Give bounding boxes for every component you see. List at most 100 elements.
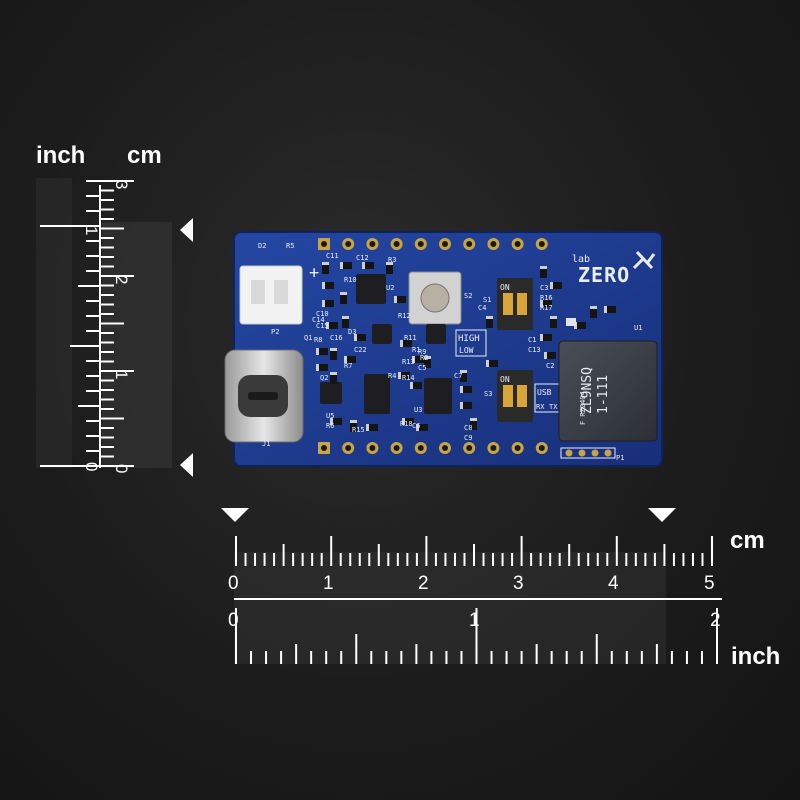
smd-component (342, 316, 349, 328)
smd-terminal (550, 316, 557, 319)
silk-designator: R5 (286, 242, 294, 250)
pcb-edge (233, 231, 663, 467)
smd-terminal (416, 424, 419, 431)
mode-label-low: LOW (459, 346, 474, 355)
smd-component (424, 356, 431, 368)
horizontal-cm-label-3: 3 (513, 573, 524, 594)
silk-designator: C12 (356, 254, 369, 262)
module-corner-text: F RZ2404 (579, 391, 587, 425)
smd-component (400, 340, 412, 347)
horizontal-ruler: cm inch 0 1 2 3 4 5 0 1 2 (221, 508, 780, 670)
silk-designator: C10 (316, 310, 329, 318)
smd-terminal (402, 418, 405, 425)
silk-designator: R4 (388, 372, 396, 380)
silk-designator: R16 (540, 294, 553, 302)
vertical-cm-label-1: 1 (112, 370, 131, 379)
jst-pin-slot (251, 280, 265, 304)
cm-ticks (235, 536, 713, 566)
silk-designator: R9 (418, 348, 426, 356)
smd-terminal (412, 356, 415, 363)
smd-terminal (326, 322, 329, 329)
horizontal-cm-label-5: 5 (704, 573, 715, 594)
smd-component (398, 372, 410, 379)
rf-module: ZL9NSQ 1-111 F RZ2404 (558, 340, 658, 442)
pad-hole (321, 241, 327, 247)
smd-terminal (322, 282, 325, 289)
inch-ticks (235, 608, 718, 664)
marker-bottom-arrow (180, 453, 193, 477)
smd-component (316, 364, 328, 371)
silk-designator: R3 (388, 256, 396, 264)
horizontal-cm-label-4: 4 (608, 573, 619, 594)
switch-lever (503, 293, 513, 315)
horizontal-cm-label-1: 1 (323, 573, 334, 594)
ruler-shade-cm (102, 222, 172, 468)
smd-terminal (410, 382, 413, 389)
logo-text: ZERO (578, 263, 630, 287)
passive-components (316, 262, 616, 432)
vertical-unit-inch: inch (36, 142, 85, 169)
switch-body (497, 370, 533, 422)
silk-designator: S1 (483, 296, 491, 304)
smd-component (590, 306, 597, 318)
smd-terminal (354, 334, 357, 341)
pad-hole (514, 241, 521, 247)
jst-pin-slot (274, 280, 288, 304)
switch-body (497, 278, 533, 330)
marker-right-arrow (648, 508, 676, 522)
smd-component (330, 372, 337, 384)
vertical-ruler: inch cm 1 0 3 2 1 0 (36, 142, 193, 477)
horizontal-inch-label-2: 2 (710, 610, 721, 631)
smd-component (340, 292, 347, 304)
board-logo: lab ZERO (572, 250, 656, 287)
mode-label-box (455, 329, 487, 357)
smd-terminal (424, 356, 431, 359)
silk-designator: R12 (398, 312, 411, 320)
silk-designator: R6 (326, 422, 334, 430)
smd-terminal (460, 370, 467, 373)
smd-terminal (340, 292, 347, 295)
silk-designator: C15 (316, 322, 329, 330)
smd-terminal (362, 262, 365, 269)
ic-chip (372, 324, 392, 344)
pad-hole (417, 445, 424, 451)
silk-designator: C13 (528, 346, 541, 354)
pad-hole (345, 241, 352, 247)
top-header-pads (318, 238, 548, 250)
silk-designator: U5 (326, 412, 334, 420)
vertical-unit-cm: cm (127, 142, 162, 169)
smd-component (470, 418, 477, 430)
pcb-substrate (234, 232, 662, 466)
pad-hole (417, 241, 424, 247)
smd-component (330, 348, 337, 360)
port-label-usb: USB (537, 388, 552, 397)
smd-component (394, 296, 406, 303)
smd-component (550, 316, 557, 328)
ic-chip (364, 374, 390, 414)
ic-chip (426, 324, 446, 344)
smd-terminal (366, 424, 369, 431)
smd-component (410, 382, 422, 389)
logo-small: lab (572, 254, 590, 265)
smd-terminal (460, 386, 463, 393)
silk-designator: C1 (528, 336, 536, 344)
pcb-board: + ON ON HIGH LOW US (224, 231, 663, 467)
dip-switch-s1: ON (497, 278, 533, 330)
led (566, 318, 576, 326)
switch-on-label: ON (500, 375, 510, 384)
smd-component (322, 282, 334, 289)
p1-pad (591, 449, 599, 457)
silk-designator: C6 (412, 422, 420, 430)
silk-designator: R2 (420, 354, 428, 362)
switch-lever (517, 293, 527, 315)
ic-chip (356, 274, 386, 304)
silk-designator: C9 (464, 434, 472, 442)
pad-hole (442, 445, 448, 451)
marker-left-arrow (221, 508, 249, 522)
silk-designator: R14 (402, 374, 415, 382)
switch-lever (517, 385, 527, 407)
horizontal-inch-label-1: 1 (469, 610, 480, 631)
smd-component (540, 300, 552, 307)
